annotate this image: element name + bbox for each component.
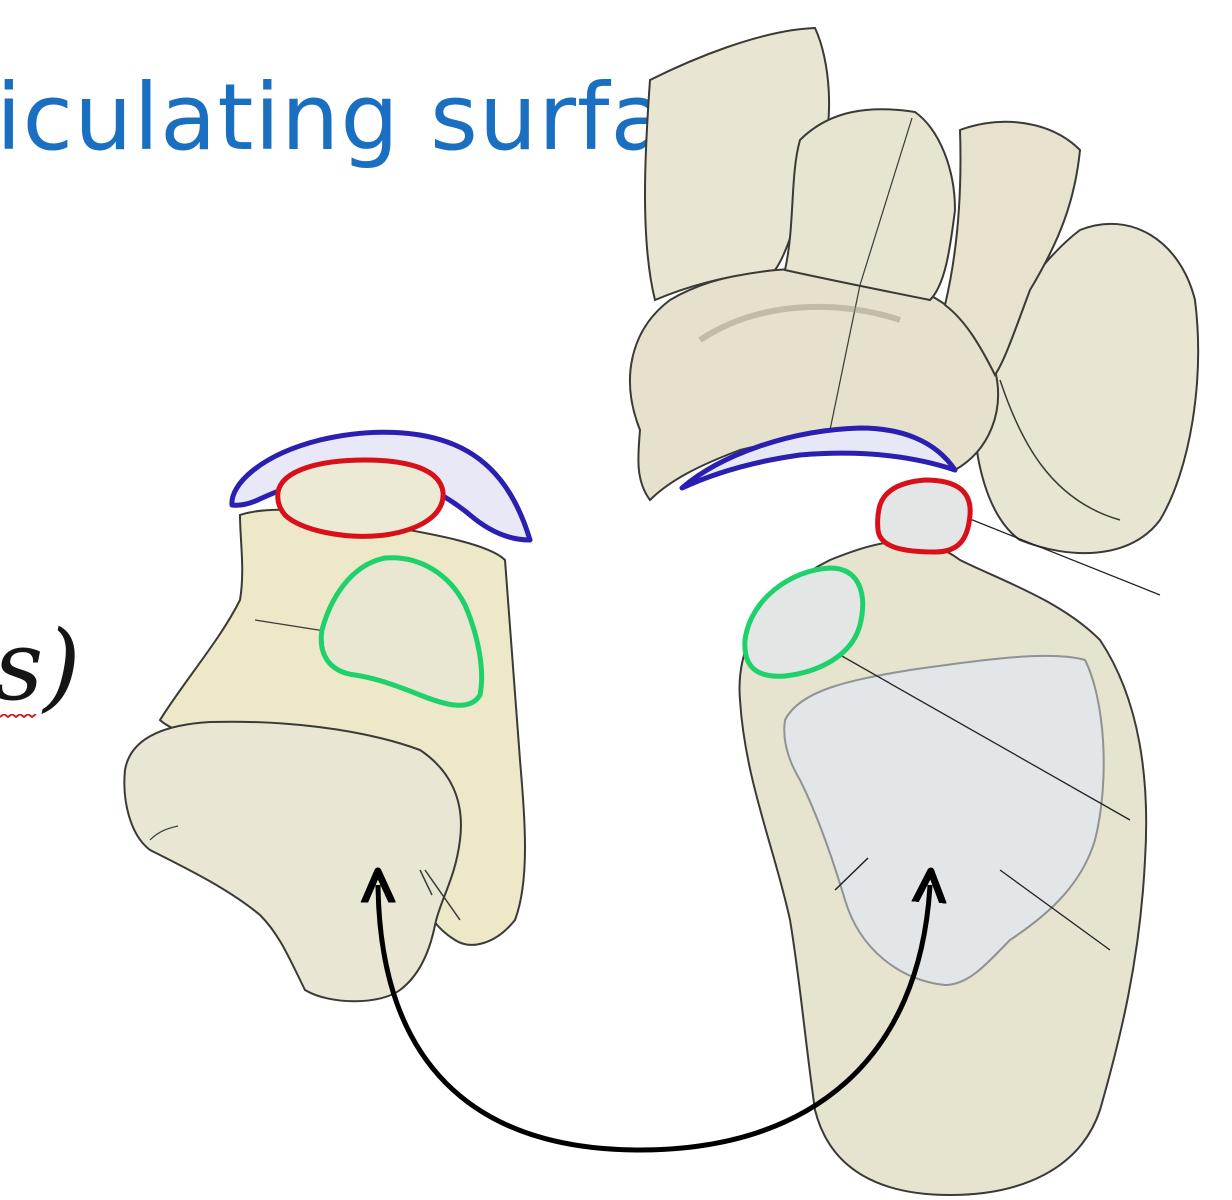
green-articular-outline-left	[318, 555, 485, 708]
intermediate-cuneiform	[783, 108, 957, 302]
red-articular-outline-right	[875, 477, 973, 555]
side-text-fragment: s)	[0, 610, 81, 722]
cuboid	[973, 222, 1200, 555]
talus	[123, 429, 533, 1003]
lateral-cuneiform	[943, 120, 1082, 377]
foot-skeleton	[629, 26, 1200, 1197]
double-headed-curved-arrow	[378, 885, 930, 1153]
spellcheck-underline	[0, 714, 37, 719]
red-articular-outline-left	[275, 457, 446, 539]
green-articular-outline-right	[742, 565, 866, 679]
talus-trochlea	[123, 720, 462, 1003]
blue-articular-outline-right	[679, 425, 958, 491]
